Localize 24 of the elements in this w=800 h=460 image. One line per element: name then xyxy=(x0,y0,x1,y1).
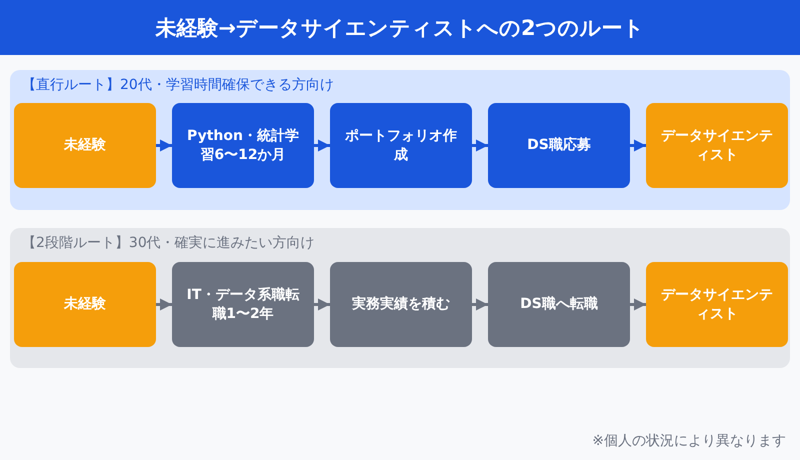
arrow xyxy=(314,140,330,152)
footnote: ※個人の状況により異なります xyxy=(592,432,786,450)
title-banner: 未経験→データサイエンティストへの2つのルート xyxy=(0,0,800,55)
step-box: IT・データ系職転職1〜2年 xyxy=(172,262,314,347)
step-box: 未経験 xyxy=(14,103,156,188)
route-heading: 【2段階ルート】30代・確実に進みたい方向け xyxy=(22,234,315,252)
step-box: DS職へ転職 xyxy=(488,262,630,347)
arrow xyxy=(472,298,488,310)
arrow xyxy=(630,140,646,152)
step-box: Python・統計学習6〜12か月 xyxy=(172,103,314,188)
step-box: ポートフォリオ作成 xyxy=(330,103,472,188)
route-heading: 【直行ルート】20代・学習時間確保できる方向け xyxy=(22,76,334,94)
step-box: DS職応募 xyxy=(488,103,630,188)
step-box: データサイエンティスト xyxy=(646,262,788,347)
step-box: 実務実績を積む xyxy=(330,262,472,347)
arrow xyxy=(472,140,488,152)
step-box: データサイエンティスト xyxy=(646,103,788,188)
arrow xyxy=(630,298,646,310)
arrow xyxy=(314,298,330,310)
route-panel xyxy=(10,70,790,210)
arrow xyxy=(156,140,172,152)
arrow xyxy=(156,298,172,310)
route-panel xyxy=(10,228,790,368)
step-box: 未経験 xyxy=(14,262,156,347)
